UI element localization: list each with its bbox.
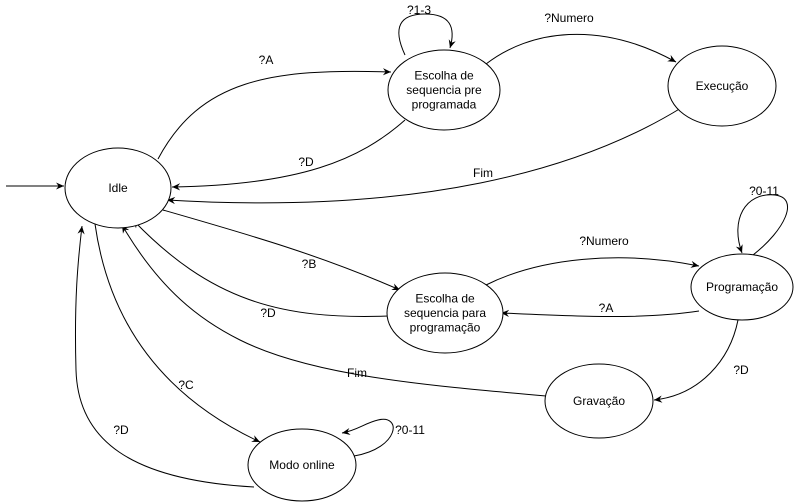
- state-gravacao: Gravação: [544, 363, 654, 439]
- transitions: [6, 13, 789, 488]
- transition-execucao-to-idle: [166, 107, 682, 205]
- transition-idle-to-escolha-pre: [157, 68, 392, 160]
- transition-escolha-pre-to-escolha-pre: [398, 13, 456, 56]
- state-label: Escolha de: [415, 292, 475, 306]
- transition-escolha-prog-to-idle: [132, 219, 390, 317]
- transition-label: ?D: [298, 155, 314, 169]
- transition-label: ?0-11: [395, 423, 425, 437]
- transition-escolha-pre-to-idle: [171, 119, 406, 191]
- transition-label: ?D: [113, 423, 129, 437]
- transition-programacao-to-escolha-prog: [500, 309, 700, 318]
- state-label: sequencia pre: [406, 83, 482, 97]
- transition-label: ?C: [178, 378, 194, 392]
- state-label: Execução: [696, 79, 749, 93]
- transition-modo-online-to-modo-online: [341, 418, 394, 457]
- state-programacao: Programação: [690, 253, 794, 321]
- transition-label: Fim: [347, 366, 367, 380]
- transition-label: ?0-11: [749, 184, 779, 198]
- state-label: programação: [410, 321, 481, 335]
- transition-programacao-to-programacao: [735, 194, 789, 256]
- transition-label: ?1-3: [407, 3, 431, 17]
- transition-escolha-prog-to-programacao: [485, 257, 700, 286]
- transition-label: ?A: [599, 301, 614, 315]
- transition-idle-to-modo-online: [94, 223, 261, 443]
- transition-modo-online-to-idle: [74, 225, 255, 488]
- state-label: programada: [412, 98, 477, 112]
- state-label: Idle: [108, 181, 128, 195]
- state-label: Programação: [706, 280, 778, 294]
- state-label: Gravação: [573, 394, 625, 408]
- transition-label: ?A: [259, 53, 274, 67]
- transition-escolha-pre-to-execucao: [485, 33, 677, 65]
- state-idle: Idle: [64, 147, 172, 229]
- state-label: Modo online: [269, 458, 335, 472]
- transition-label: ?Numero: [544, 11, 594, 25]
- transition-label: ?D: [733, 363, 749, 377]
- state-modo-online: Modo online: [247, 428, 357, 502]
- state-execucao: Execução: [667, 45, 777, 127]
- transition-label: ?D: [260, 306, 276, 320]
- transition-label: ?B: [302, 257, 317, 271]
- transition-labels: ?A ?1-3 ?Numero ?D Fim ?B ?D ?Numero ?0-11 ?A ?D Fi…: [113, 3, 779, 437]
- state-label: Escolha de: [414, 69, 474, 83]
- transition-programacao-to-gravacao: [653, 319, 739, 403]
- transition-label: Fim: [473, 166, 493, 180]
- transition-idle-to-escolha-prog: [162, 209, 401, 291]
- transition-gravacao-to-idle: [121, 224, 547, 397]
- state-label: sequencia para: [404, 306, 486, 320]
- transition-label: ?Numero: [579, 234, 629, 248]
